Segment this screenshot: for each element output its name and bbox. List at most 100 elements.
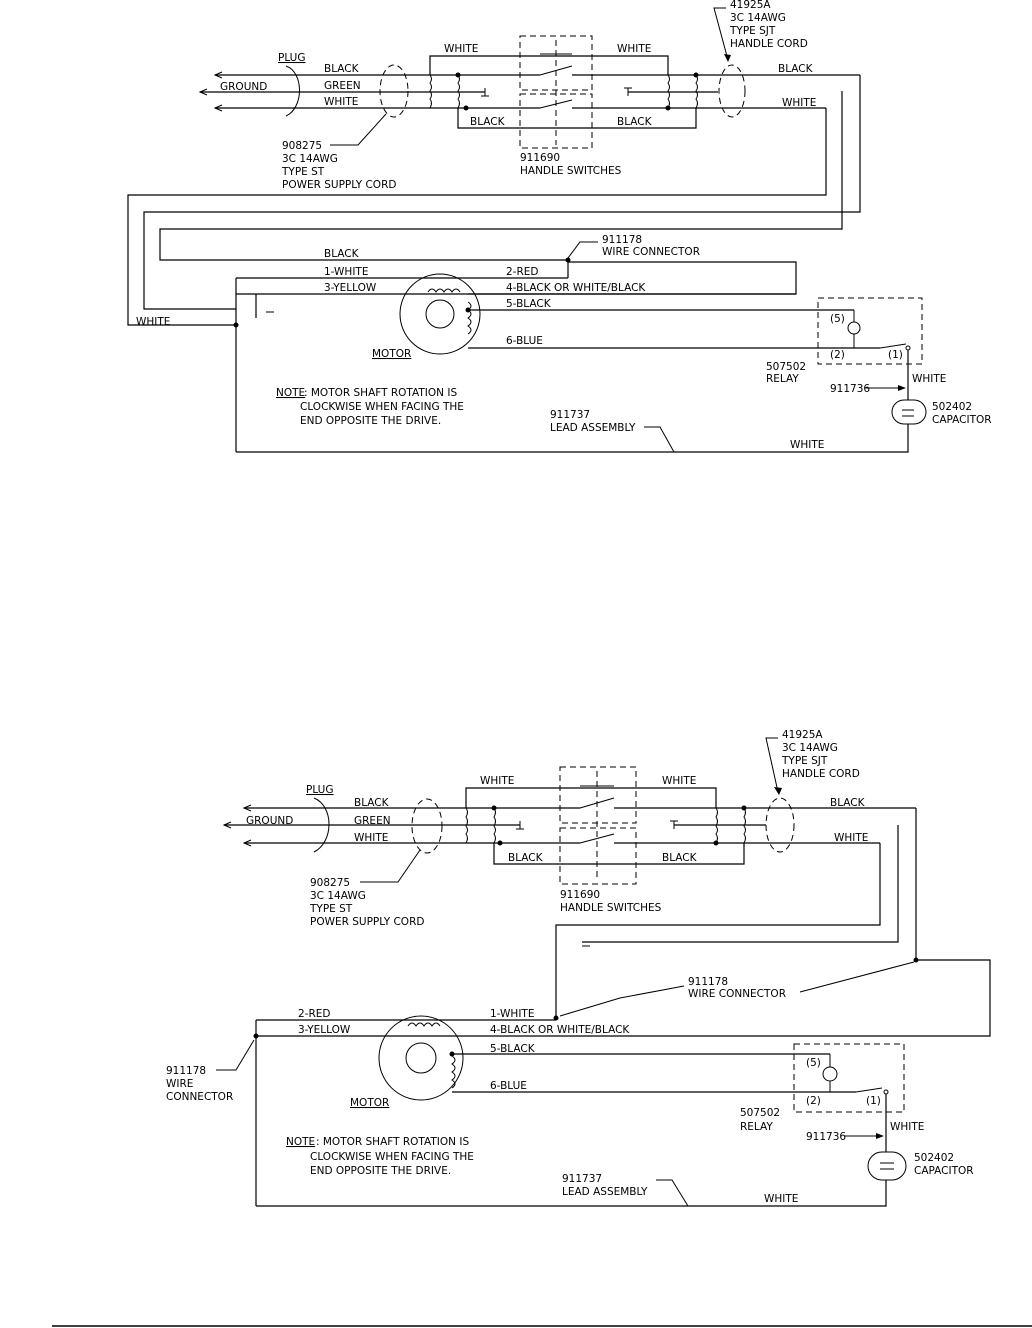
- d1-wire-connector-part: 911178: [602, 234, 642, 246]
- d2-lead3-label: 3-YELLOW: [298, 1024, 351, 1036]
- d1-junction-black: [455, 72, 461, 78]
- d2-white-label: WHITE: [354, 832, 388, 844]
- d1-crossover-right-2: [695, 74, 698, 109]
- d1-white-return-label: WHITE: [136, 316, 170, 328]
- d1-black-return-label: BLACK: [324, 248, 360, 260]
- d2-handle-cord-part: 41925A: [782, 729, 823, 741]
- d1-white-label: WHITE: [324, 96, 358, 108]
- d1-switch-name: HANDLE SWITCHES: [520, 165, 622, 177]
- d2-wire-connector-part: 911178: [688, 976, 728, 988]
- d2-junction-right-white: [713, 840, 719, 846]
- d1-note-label: NOTE: [276, 387, 305, 399]
- d1-motor-housing: [399, 273, 481, 355]
- d1-capacitor-body: [891, 399, 927, 425]
- d2-crossover-right-2: [743, 807, 746, 844]
- d1-power-cord-jacket: [379, 64, 409, 118]
- d1-black-bottom-left: BLACK: [470, 116, 506, 128]
- d2-left-connector-part: 911178: [166, 1065, 206, 1077]
- d1-left-junction: [233, 322, 239, 328]
- d1-ground-label: GROUND: [220, 81, 267, 93]
- d1-handle-cord-arrow: [724, 54, 731, 62]
- d1-relay-pin1: (1): [888, 349, 903, 361]
- d1-relay-pin2: (2): [830, 349, 845, 361]
- d1-plug-symbol: [285, 65, 300, 117]
- d2-black-right-label: BLACK: [830, 797, 866, 809]
- d1-black-right-label: BLACK: [778, 63, 814, 75]
- d2-capacitor-body: [867, 1151, 907, 1181]
- d2-capacitor-part: 502402: [914, 1152, 954, 1164]
- d1-lead-assembly-wire-label: WHITE: [790, 439, 824, 451]
- d2-relay-pin5: (5): [806, 1057, 821, 1069]
- d1-black-bottom-loop: [457, 108, 697, 129]
- d2-relay-pin1: (1): [866, 1095, 881, 1107]
- d2-handle-cord-name: HANDLE CORD: [782, 768, 860, 780]
- d1-lead2-label: 2-RED: [506, 266, 538, 278]
- d2-relay-pin2: (2): [806, 1095, 821, 1107]
- d2-lead-assembly-wire: [256, 1180, 887, 1207]
- d2-switch-lower-box: [559, 827, 637, 885]
- d2-left-connector-dot: [253, 1033, 259, 1039]
- d1-motor-shaft: [425, 299, 455, 329]
- d2-note-label: NOTE: [286, 1136, 315, 1148]
- d2-lead2-label: 2-RED: [298, 1008, 330, 1020]
- d2-wire-connector-dot: [553, 1015, 559, 1021]
- d2-lead5-label: 5-BLACK: [490, 1043, 536, 1055]
- d1-lead4-label: 4-BLACK OR WHITE/BLACK: [506, 282, 646, 294]
- d1-relay-pin5: (5): [830, 313, 845, 325]
- d2-relay-part: 507502: [740, 1107, 780, 1119]
- d2-power-cord-name: POWER SUPPLY CORD: [310, 916, 424, 928]
- d2-white-top-right: WHITE: [662, 775, 696, 787]
- d2-white-right-label: WHITE: [834, 832, 868, 844]
- d2-black-label: BLACK: [354, 797, 390, 809]
- d1-relay-box: [817, 297, 923, 365]
- d2-lead-assembly-leader: [656, 1179, 689, 1207]
- d1-crossover-right: [667, 74, 670, 109]
- d2-junction-black: [491, 805, 497, 811]
- d1-note-line3: END OPPOSITE THE DRIVE.: [300, 415, 441, 427]
- d1-white-arrow: [213, 104, 223, 112]
- d2-relay-coil: [822, 1066, 838, 1082]
- d2-motor-housing: [378, 1015, 464, 1101]
- d2-black-return-loop: [454, 808, 991, 1037]
- d2-black-bottom-right: BLACK: [662, 852, 698, 864]
- d2-motor-winding-right: [451, 1055, 456, 1089]
- d1-lead3-label: 3-YELLOW: [324, 282, 377, 294]
- d2-left-connector-leader: [216, 1039, 255, 1071]
- d1-black-label: BLACK: [324, 63, 360, 75]
- d1-green-return-loop: [159, 91, 843, 261]
- d2-black-arrow: [242, 804, 252, 812]
- d2-white-top-left: WHITE: [480, 775, 514, 787]
- d2-power-cord-type: TYPE ST: [309, 903, 353, 915]
- d2-motor-shaft: [405, 1042, 437, 1074]
- d1-handle-cord-leader: [713, 7, 729, 61]
- d1-green-arrow: [198, 88, 208, 96]
- d2-motor-label: MOTOR: [350, 1097, 389, 1109]
- d1-white-top-right: WHITE: [617, 43, 651, 55]
- d1-relay-terminal-1: [905, 345, 911, 351]
- d1-black-arrow: [213, 71, 223, 79]
- d2-crossover-left: [465, 807, 468, 844]
- d2-lead6-label: 6-BLUE: [490, 1080, 527, 1092]
- wiring-diagram-1: 41925A 3C 14AWG TYPE SJT HANDLE CORD PLU…: [127, 0, 992, 453]
- d1-handle-cord-part: 41925A: [730, 0, 771, 11]
- d2-ground-label: GROUND: [246, 815, 293, 827]
- d2-note-line3: END OPPOSITE THE DRIVE.: [310, 1165, 451, 1177]
- wiring-diagram-2: 41925A 3C 14AWG TYPE SJT HANDLE CORD PLU…: [166, 729, 991, 1207]
- d2-switch-part: 911690: [560, 889, 600, 901]
- d1-power-cord-leader: [330, 113, 387, 146]
- d2-motor-winding-top: [407, 1022, 441, 1027]
- d2-relay-contact: [855, 1087, 883, 1093]
- d1-plug-label: PLUG: [278, 52, 305, 64]
- d1-white-top-left: WHITE: [444, 43, 478, 55]
- d2-lead-part: 911736: [806, 1131, 846, 1143]
- d1-white-right-label: WHITE: [782, 97, 816, 109]
- d2-relay-terminal-1: [883, 1089, 889, 1095]
- d2-relay-box: [793, 1043, 905, 1113]
- d2-green-arrow: [222, 821, 232, 829]
- d1-lead6-label: 6-BLUE: [506, 335, 543, 347]
- d2-note-line2: CLOCKWISE WHEN FACING THE: [310, 1151, 474, 1163]
- d1-lead-assembly-wire: [236, 424, 909, 453]
- d1-lead-arrow: [898, 385, 906, 391]
- d2-white-arrow: [242, 839, 252, 847]
- d1-handle-cord-jacket: [718, 64, 746, 118]
